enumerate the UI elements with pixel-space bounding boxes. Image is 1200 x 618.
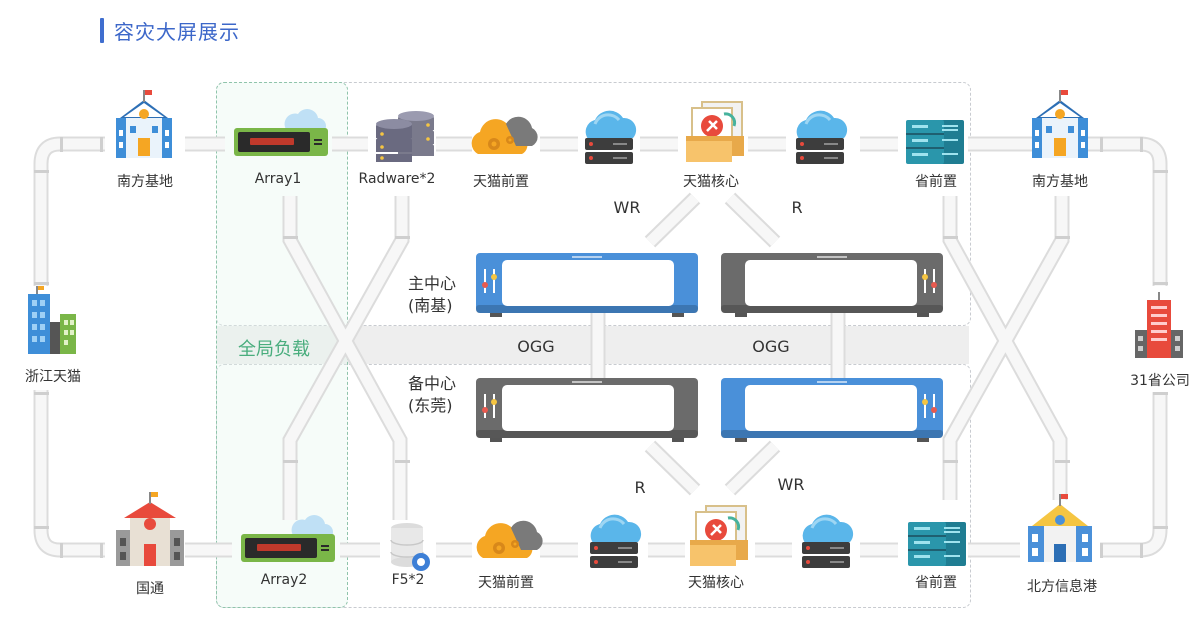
node-label-guotong: 国通 [136, 581, 164, 597]
node-label-array2: Array2 [260, 572, 308, 588]
node-label-north-port: 北方信息港 [1027, 579, 1097, 595]
city-buildings-icon [28, 286, 76, 354]
load-balancer-icon [234, 109, 328, 156]
node-label-prov-front-top: 省前置 [915, 174, 957, 190]
main-center-label: 主中心 (南基) [408, 274, 457, 315]
school-building-icon [1028, 494, 1092, 562]
bank-icon [116, 492, 184, 566]
backup-center-label: 备中心 (东莞) [408, 374, 457, 415]
link-bottom-right-label: WR [777, 475, 805, 494]
load-balancer-icon [241, 515, 335, 562]
node-label-31-provinces: 31省公司 [1130, 373, 1190, 389]
core-package-icon [688, 504, 750, 568]
node-label-array1: Array1 [254, 171, 302, 187]
node-label-tmall-front-bottom: 天猫前置 [478, 575, 534, 591]
core-package-icon [684, 100, 746, 164]
database-stack-icon [376, 111, 434, 162]
server-rack-icon [906, 120, 964, 164]
node-label-south-base-left: 南方基地 [117, 174, 173, 190]
global-load-label: 全局负载 [238, 339, 310, 360]
server-rack-icon [908, 522, 966, 566]
node-label-prov-front-bottom: 省前置 [915, 575, 957, 591]
database-gear-icon [390, 522, 431, 572]
cloud-server-icon [794, 109, 849, 166]
office-tower-icon [1135, 292, 1183, 358]
ogg-left-label: OGG [517, 337, 555, 356]
node-label-radware: Radware*2 [358, 171, 436, 187]
node-label-tmall-front-top: 天猫前置 [473, 174, 529, 190]
node-label-south-base-right: 南方基地 [1032, 174, 1088, 190]
link-bottom-left-label: R [634, 478, 646, 497]
cloud-server-icon [583, 109, 638, 166]
link-top-right-label: R [791, 198, 803, 217]
building-icon [1032, 90, 1088, 158]
node-label-tmall-core-top: 天猫核心 [683, 174, 739, 190]
cloud-gear-icon [471, 116, 538, 154]
ogg-right-label: OGG [752, 337, 790, 356]
cloud-server-icon [588, 513, 643, 570]
node-label-tmall-core-bottom: 天猫核心 [688, 575, 744, 591]
page-title: 容灾大屏展示 [114, 20, 240, 44]
cloud-server-icon [800, 513, 855, 570]
node-label-zhejiang-tmall: 浙江天猫 [25, 369, 81, 385]
cloud-gear-icon [476, 520, 543, 558]
building-icon [116, 90, 172, 158]
title-accent-bar [100, 18, 104, 43]
node-label-f5: F5*2 [391, 572, 425, 588]
link-top-left-label: WR [613, 198, 641, 217]
